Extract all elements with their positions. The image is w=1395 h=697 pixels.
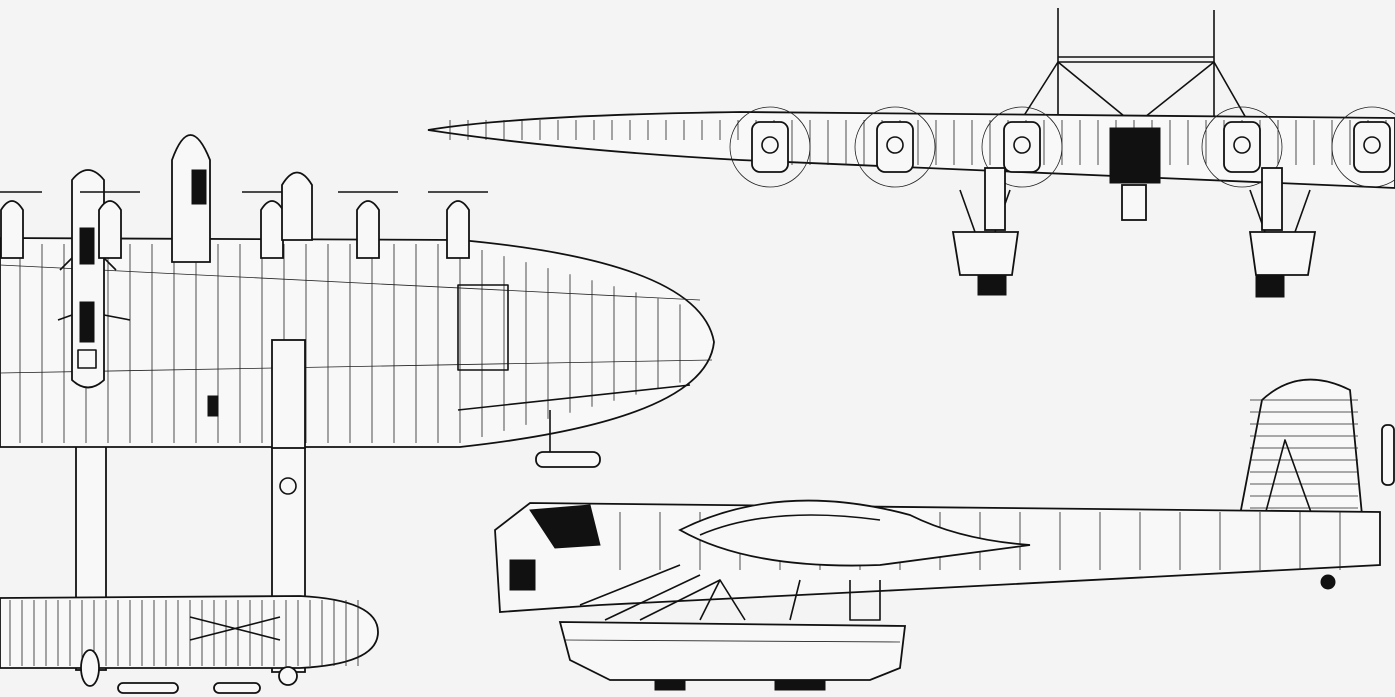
engine-front (1223, 121, 1261, 173)
tail-fin (1238, 378, 1395, 516)
propeller-disc (1331, 106, 1395, 188)
engine-hub (886, 136, 904, 154)
top-view (0, 134, 715, 694)
engine-nacelle (260, 200, 284, 259)
engine-nacelle (356, 200, 380, 259)
engine-nacelle (446, 200, 470, 259)
cabane-struts (1017, 8, 1251, 126)
engine-front (751, 121, 789, 173)
engine-front (1353, 121, 1391, 173)
engine-front (1003, 121, 1041, 173)
engine-hub (761, 136, 779, 154)
fuselage-side (494, 499, 1381, 613)
engine-front (876, 121, 914, 173)
fuselage-top (57, 169, 131, 389)
float-side (558, 564, 907, 691)
engine-hub (1233, 136, 1251, 154)
propeller-disc (1201, 106, 1283, 188)
propeller-disc (729, 106, 811, 188)
main-wing (0, 237, 715, 468)
engines-front (729, 106, 1395, 188)
cockpit-tower (171, 134, 313, 263)
floats-front (951, 127, 1317, 298)
propeller-disc (981, 106, 1063, 188)
side-view (494, 378, 1395, 691)
front-view (427, 8, 1395, 298)
engine-hub (1013, 136, 1031, 154)
propeller-disc (854, 106, 936, 188)
engine-nacelles-top (0, 191, 488, 259)
engine-nacelle (0, 200, 24, 259)
tailplane (0, 595, 379, 694)
engine-nacelle (98, 200, 122, 259)
engine-hub (1363, 136, 1381, 154)
